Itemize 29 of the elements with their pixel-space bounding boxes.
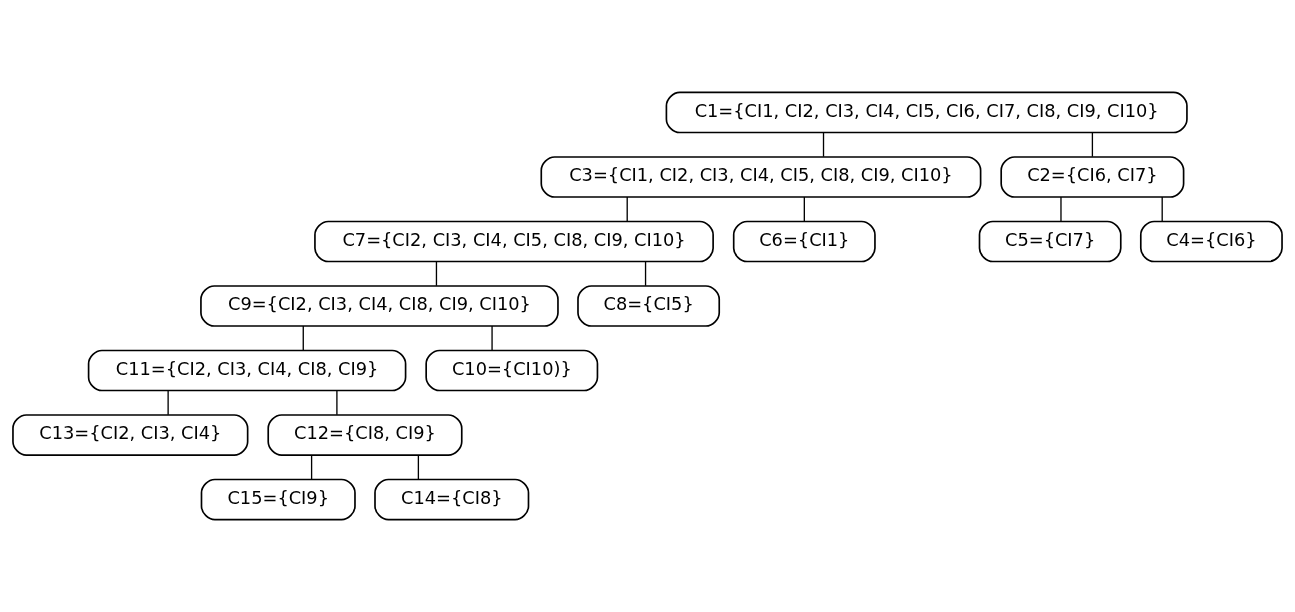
node-box: C5={CI7} bbox=[978, 220, 1122, 263]
node-box: C1={CI1, CI2, CI3, CI4, CI5, CI6, CI7, CI8, CI9, CI10} bbox=[665, 91, 1188, 134]
node-box: C2={CI6, CI7} bbox=[1000, 156, 1185, 198]
node-box: C15={CI9} bbox=[200, 478, 356, 521]
connector bbox=[822, 131, 825, 158]
node-box: C10={CI10)} bbox=[425, 349, 599, 392]
connector bbox=[626, 196, 628, 222]
connector bbox=[491, 325, 493, 351]
connector bbox=[435, 260, 438, 287]
connector bbox=[167, 389, 169, 416]
node-box: C9={CI2, CI3, CI4, CI8, CI9, CI10} bbox=[200, 285, 559, 327]
node-box: C12={CI8, CI9} bbox=[267, 414, 463, 456]
connector bbox=[417, 454, 420, 480]
node-box: C8={CI5} bbox=[577, 285, 721, 327]
node-box: C6={CI1} bbox=[732, 220, 876, 263]
node-box: C14={CI8} bbox=[374, 478, 530, 521]
connector bbox=[302, 325, 304, 351]
connector bbox=[644, 260, 647, 287]
node-box: C11={CI2, CI3, CI4, CI8, CI9} bbox=[87, 349, 407, 392]
node-box: C4={CI6} bbox=[1139, 220, 1283, 263]
node-box: C13={CI2, CI3, CI4} bbox=[12, 414, 249, 456]
node-box: C3={CI1, CI2, CI3, CI4, CI5, CI8, CI9, CI10} bbox=[540, 156, 982, 198]
connector bbox=[336, 389, 338, 416]
connector bbox=[310, 454, 313, 480]
node-box: C7={CI2, CI3, CI4, CI5, CI8, CI9, CI10} bbox=[314, 220, 714, 263]
connector bbox=[1091, 131, 1094, 158]
connector bbox=[803, 196, 805, 222]
connector bbox=[1161, 196, 1163, 222]
connector bbox=[1060, 196, 1062, 222]
